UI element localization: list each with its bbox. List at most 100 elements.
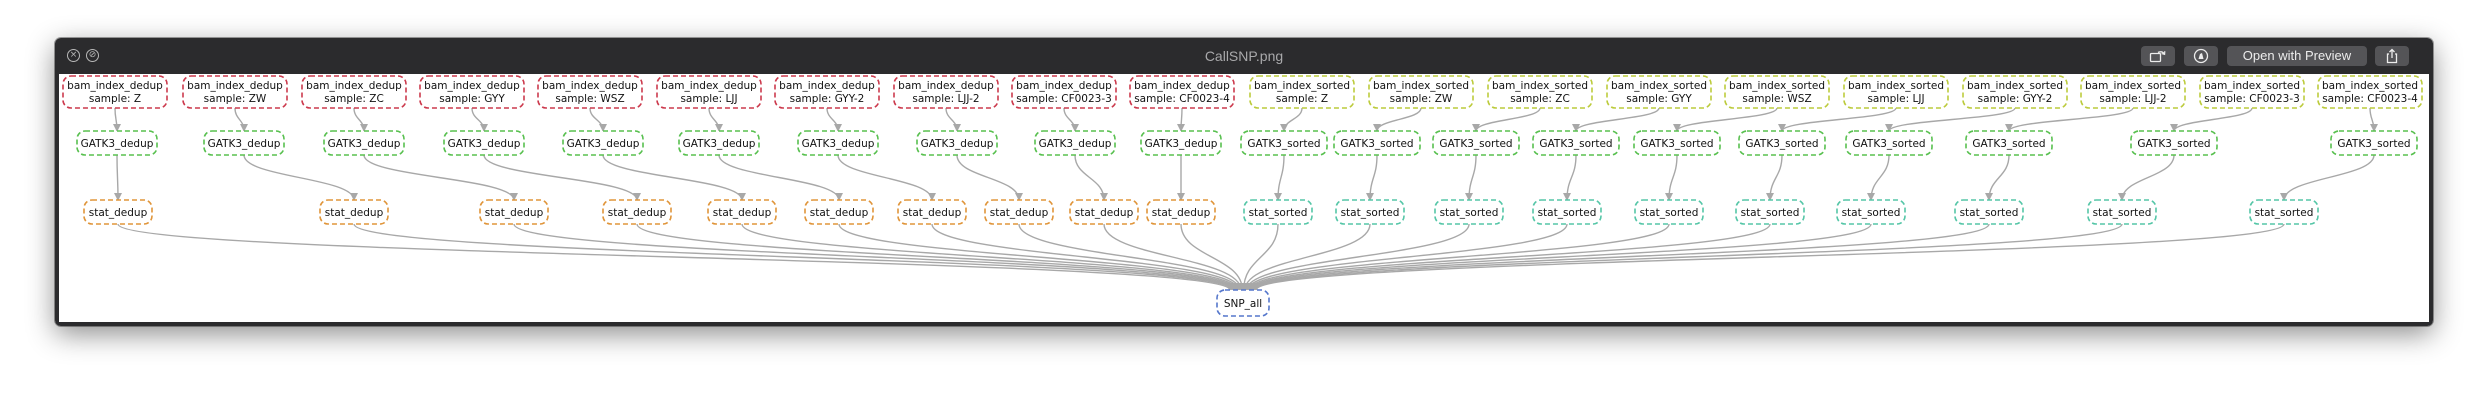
edge-index-to-gatk [945,107,961,132]
edge-index-to-gatk [1177,107,1186,132]
node-box [1333,130,1421,156]
node-label: sample: CF0023-4 [2322,93,2418,105]
node-box [707,199,777,225]
gatk-node: GATK3_dedup [443,130,525,156]
edge-index-to-gatk [2170,107,2253,132]
stat-node: stat_sorted [1434,199,1504,225]
gatk-node: GATK3_dedup [323,130,405,156]
node-box [656,75,762,109]
edge-index-to-gatk [2005,107,2134,132]
edge-stat-to-snp [1243,223,1568,291]
node-label: sample: LJJ-2 [2099,93,2166,105]
rotate-icon [2149,51,2166,63]
node-box [323,130,405,156]
node-label: bam_index_sorted [1611,80,1707,92]
gatk-node: GATK3_sorted [1965,130,2053,156]
node-box [774,75,880,109]
node-box [2317,75,2423,109]
edge-gatk-to-stat [718,154,843,201]
node-label: GATK3_sorted [1247,138,1320,150]
edge-gatk-to-stat [243,154,358,201]
node-label: bam_index_sorted [1729,80,1825,92]
edge-stat-to-snp [931,223,1243,291]
node-box [984,199,1054,225]
edge-stat-to-snp [513,223,1237,291]
node-label: GATK3_sorted [1340,138,1413,150]
node-label: stat_sorted [1741,207,1800,219]
node-label: sample: ZC [1510,93,1570,105]
gatk-node: GATK3_dedup [678,130,760,156]
share-button[interactable] [2375,46,2409,66]
close-icon[interactable]: × [67,49,80,62]
markup-icon [2193,48,2209,64]
node-box [1240,130,1328,156]
node-label: sample: CF0023-3 [2204,93,2300,105]
node-box [1724,75,1830,109]
dag-edges [112,107,2378,291]
node-label: sample: LJJ-2 [912,93,979,105]
edge-stat-to-snp [1180,223,1247,291]
title-bar: × ⊘ CallSNP.png Open with Preview [55,38,2433,75]
node-label: stat_sorted [1640,207,1699,219]
node-box [1532,130,1620,156]
edge-stat-to-snp [1239,223,1279,291]
open-with-preview-button[interactable]: Open with Preview [2227,46,2367,66]
edge-gatk-to-stat [1366,154,1378,201]
node-box [1633,130,1721,156]
edge-stat-to-snp [1241,223,1371,291]
node-label: bam_index_sorted [1373,80,1469,92]
node-label: bam_index_dedup [424,80,520,92]
node-box [182,75,288,109]
node-box [301,75,407,109]
node-label: GATK3_sorted [1745,138,1818,150]
edge-index-to-gatk [1885,107,2016,132]
node-box [1606,75,1712,109]
edge-stat-to-snp [1242,223,1470,291]
edge-index-to-gatk [112,107,121,132]
markup-button[interactable] [2184,46,2218,66]
node-label: GATK3_dedup [567,138,640,150]
edge-index-to-gatk [1373,107,1422,132]
node-label: GATK3_dedup [683,138,756,150]
node-box [1738,130,1826,156]
edge-stat-to-snp [636,223,1238,291]
node-label: sample: CF0023-4 [1134,93,1230,105]
node-box [2199,75,2305,109]
node-box [62,75,168,109]
node-label: stat_sorted [1842,207,1901,219]
node-label: GATK3_sorted [1539,138,1612,150]
window-frame-bottom [55,322,2433,326]
node-box [1249,75,1355,109]
gatk-node: GATK3_sorted [1845,130,1933,156]
fullscreen-icon[interactable]: ⊘ [86,49,99,62]
node-label: bam_index_dedup [898,80,994,92]
node-label: bam_index_dedup [1134,80,1230,92]
node-label: GATK3_dedup [81,138,154,150]
edge-stat-to-snp [117,223,1234,291]
gatk-node: GATK3_sorted [2130,130,2218,156]
edge-index-to-gatk [1280,107,1303,132]
node-label: GATK3_dedup [921,138,994,150]
node-label: GATK3_sorted [2137,138,2210,150]
node-box [1243,199,1313,225]
node-box [1216,289,1270,317]
node-label: stat_dedup [89,207,148,219]
edge-gatk-to-stat [956,154,1023,201]
node-box [419,75,525,109]
node-label: GATK3_sorted [2337,138,2410,150]
node-box [678,130,760,156]
node-box [1335,199,1405,225]
stat-node: stat_dedup [707,199,777,225]
rotate-button[interactable] [2141,46,2175,66]
node-label: sample: GYY-2 [1978,93,2053,105]
node-label: sample: LJJ [680,93,737,105]
node-label: GATK3_dedup [448,138,521,150]
